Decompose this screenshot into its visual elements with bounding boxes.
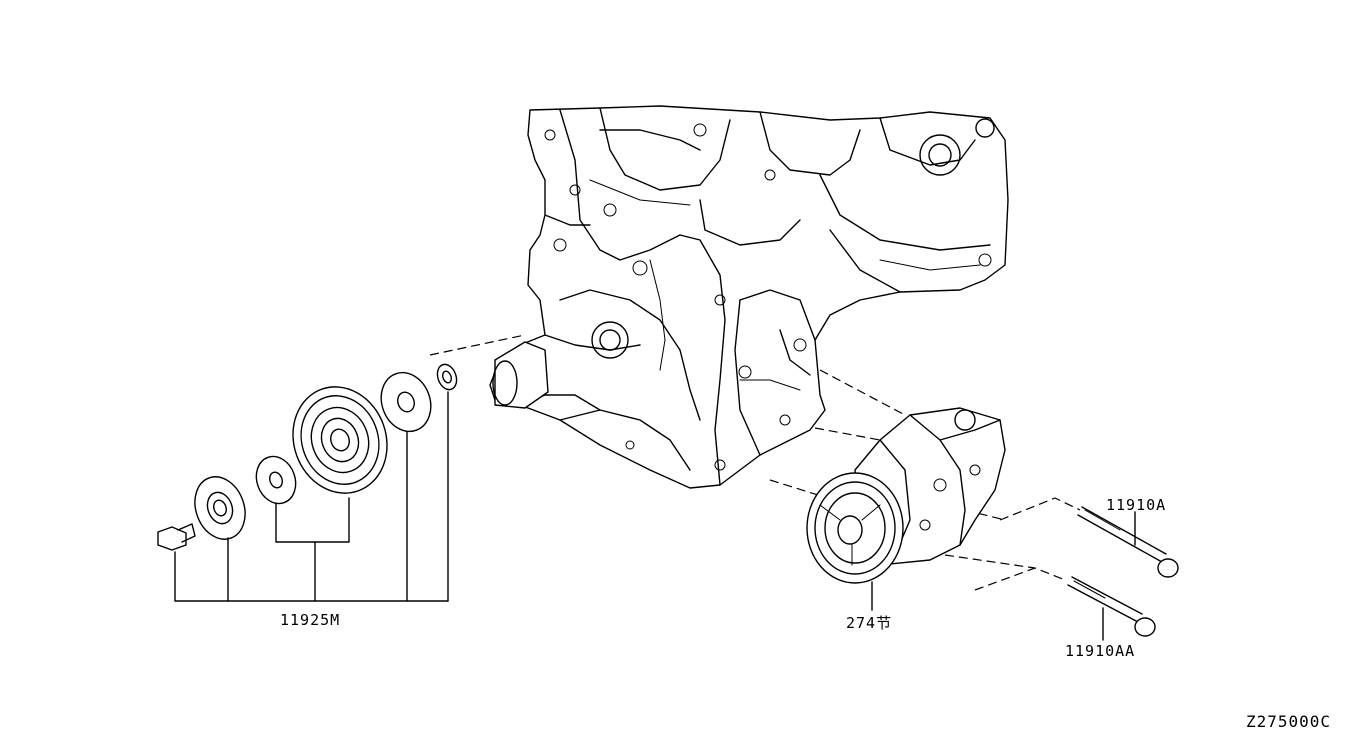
ac-compressor	[806, 407, 1006, 584]
diagram-code: Z275000C	[1246, 712, 1332, 731]
assembly-lines	[429, 334, 1081, 591]
label-11925M: 11925M	[280, 611, 341, 629]
bolt-11910A	[1077, 506, 1179, 578]
label-11910AA: 11910AA	[1065, 642, 1136, 660]
pulley-kit-parts	[157, 363, 458, 551]
label-11910A: 11910A	[1106, 496, 1167, 514]
leader-lines	[174, 391, 1136, 641]
engine-block	[489, 105, 1009, 489]
bolt-11910AA	[1067, 576, 1156, 637]
label-compressor: 274节	[846, 614, 893, 632]
